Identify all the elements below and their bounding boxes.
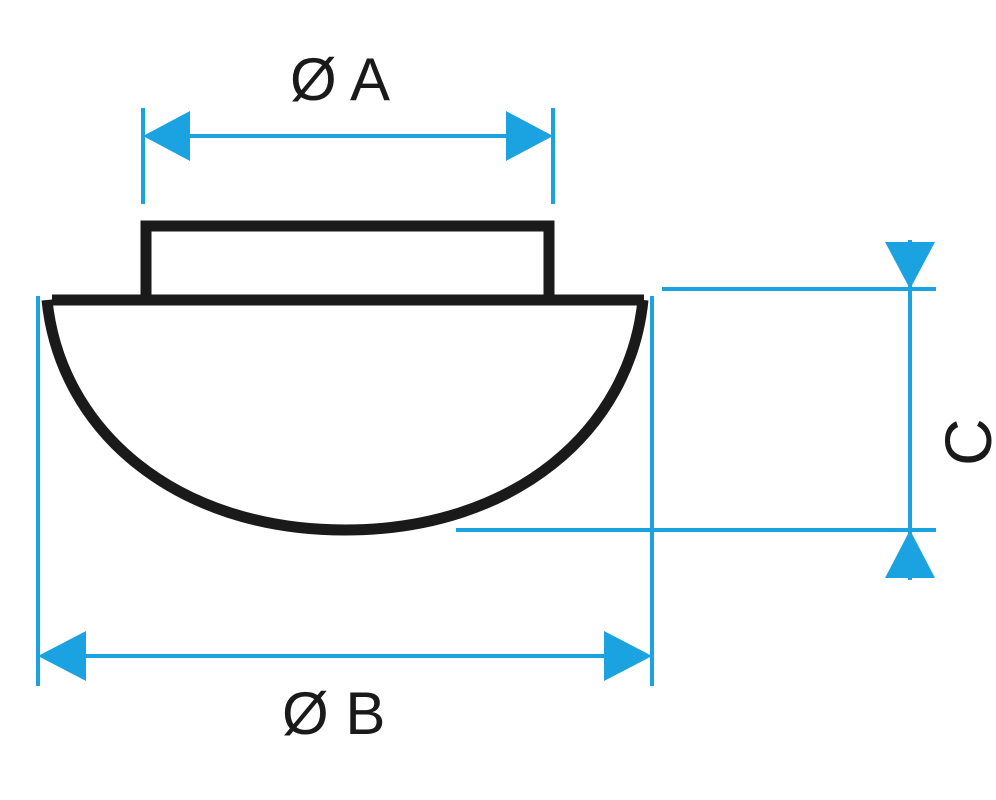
dim-b-arrow-right — [604, 631, 652, 681]
dimension-lines — [36, 108, 936, 686]
dim-c-arrow-bottom — [885, 530, 935, 578]
part-outline — [41, 220, 649, 536]
dim-a-arrow-right — [506, 111, 553, 161]
height-c-label: C — [931, 418, 996, 466]
dim-a-arrow-left — [143, 111, 190, 161]
dome-outline — [41, 299, 649, 536]
dim-b-arrow-left — [38, 631, 86, 681]
diameter-a-label: Ø A — [290, 46, 391, 113]
stem-outline — [140, 220, 555, 300]
diameter-b-label: Ø B — [282, 680, 386, 747]
dim-c-arrow-top — [885, 242, 935, 289]
